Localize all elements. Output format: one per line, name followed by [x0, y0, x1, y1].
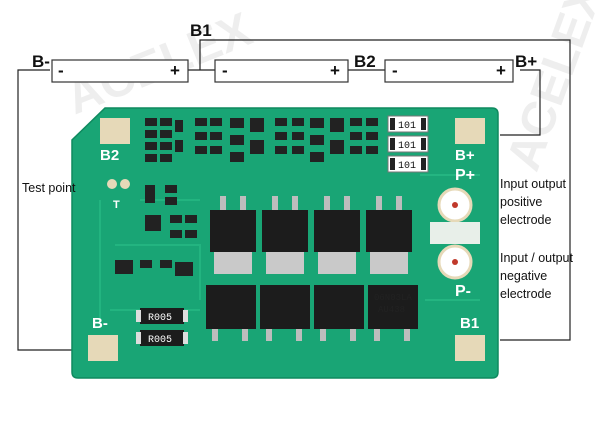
pad-b1 [455, 335, 485, 361]
silk-b1: B1 [460, 315, 480, 332]
resistor-101-c-label: 101 [398, 161, 416, 172]
pad-b-plus [455, 118, 485, 144]
watermark-right: ACELEX [497, 0, 600, 177]
label-b-minus-top: B- [32, 52, 50, 71]
callout-positive-line1: Input output [500, 177, 567, 191]
resistor-101-b [387, 135, 429, 153]
silk-b2: B2 [100, 147, 120, 164]
silk-b-minus: B- [92, 315, 108, 332]
silk-t: T [113, 199, 120, 211]
wire-b-minus [17, 69, 90, 351]
label-b1-top: B1 [190, 21, 212, 40]
callout-negative-line1: Input / output [500, 251, 573, 265]
resistor-r005-a-label: R005 [148, 313, 172, 324]
cell3-plus: + [496, 61, 506, 80]
cell-2 [214, 59, 349, 83]
resistor-101-c [387, 155, 429, 173]
battery-cells [51, 59, 514, 83]
wire-b-plus [500, 69, 541, 136]
pad-b2 [100, 118, 130, 144]
cell2-minus: - [222, 61, 228, 80]
smd-rows [115, 118, 378, 276]
resistor-101-a-label: 101 [398, 121, 416, 132]
label-b-plus-top: B+ [515, 52, 538, 71]
callout-positive-line3: electrode [500, 213, 552, 227]
resistor-r005-a [140, 308, 184, 324]
callout-test-point: Test point [22, 181, 76, 195]
cell-1 [51, 59, 189, 83]
pad-b-minus [88, 335, 118, 361]
label-b2-top: B2 [354, 52, 376, 71]
test-point-pad-1 [107, 179, 117, 189]
test-point-pad-2 [120, 179, 130, 189]
mosfet-bottom-sub: AU438 [378, 305, 405, 315]
silk-p-plus: P+ [455, 167, 476, 184]
cell-3 [384, 59, 514, 83]
callout-positive-line2: positive [500, 195, 543, 209]
mosfets-bottom: 06N03LA AU438 [206, 285, 418, 341]
pad-area [430, 222, 480, 244]
cell1-minus: - [58, 61, 64, 80]
cell1-plus: + [170, 61, 180, 80]
mosfet-bottom-text: 06N03LA [374, 293, 412, 303]
resistor-r005-b-label: R005 [148, 335, 172, 346]
callout-negative-line3: electrode [500, 287, 552, 301]
resistor-r005-b [140, 330, 184, 346]
silk-p-minus: P- [455, 283, 471, 300]
pcb-board: 101 101 101 [71, 107, 499, 379]
resistor-101-b-label: 101 [398, 141, 416, 152]
resistor-101-a [387, 115, 429, 133]
silk-b-plus: B+ [455, 147, 475, 164]
mosfets-top [210, 196, 412, 274]
callout-negative-line2: negative [500, 269, 548, 283]
wire-b1 [199, 39, 571, 341]
cell3-minus: - [392, 61, 398, 80]
cell2-plus: + [330, 61, 340, 80]
